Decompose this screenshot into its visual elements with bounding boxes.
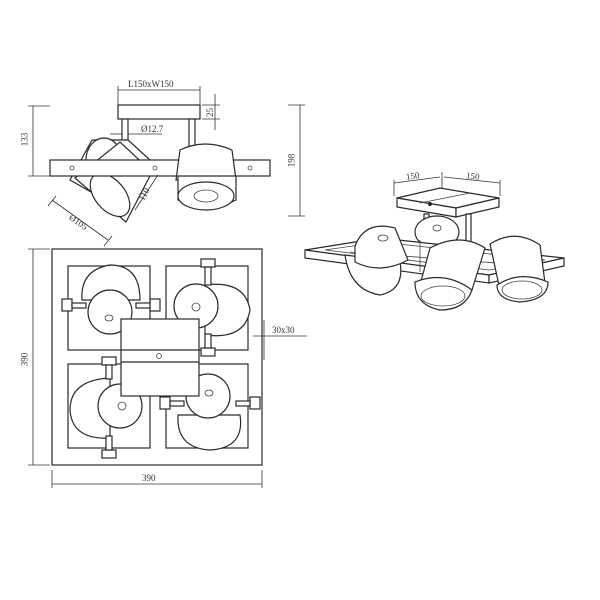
canopy-height-label: 25 [205,108,215,117]
iso-width-right-label: 150 [465,170,481,182]
rod-diameter-label: Ø12.7 [141,124,164,134]
side-height-label: 133 [19,132,30,147]
side-view [28,86,305,247]
frame-height-label: 390 [19,352,30,367]
frame-width-label: 390 [142,473,156,483]
canopy-size-label: L150xW150 [128,79,174,89]
frame-profile-label: 30x30 [272,325,295,335]
top-view [28,248,307,488]
overall-height-label: 198 [286,153,297,168]
isometric-view [304,172,565,311]
iso-width-left-label: 150 [405,170,421,182]
